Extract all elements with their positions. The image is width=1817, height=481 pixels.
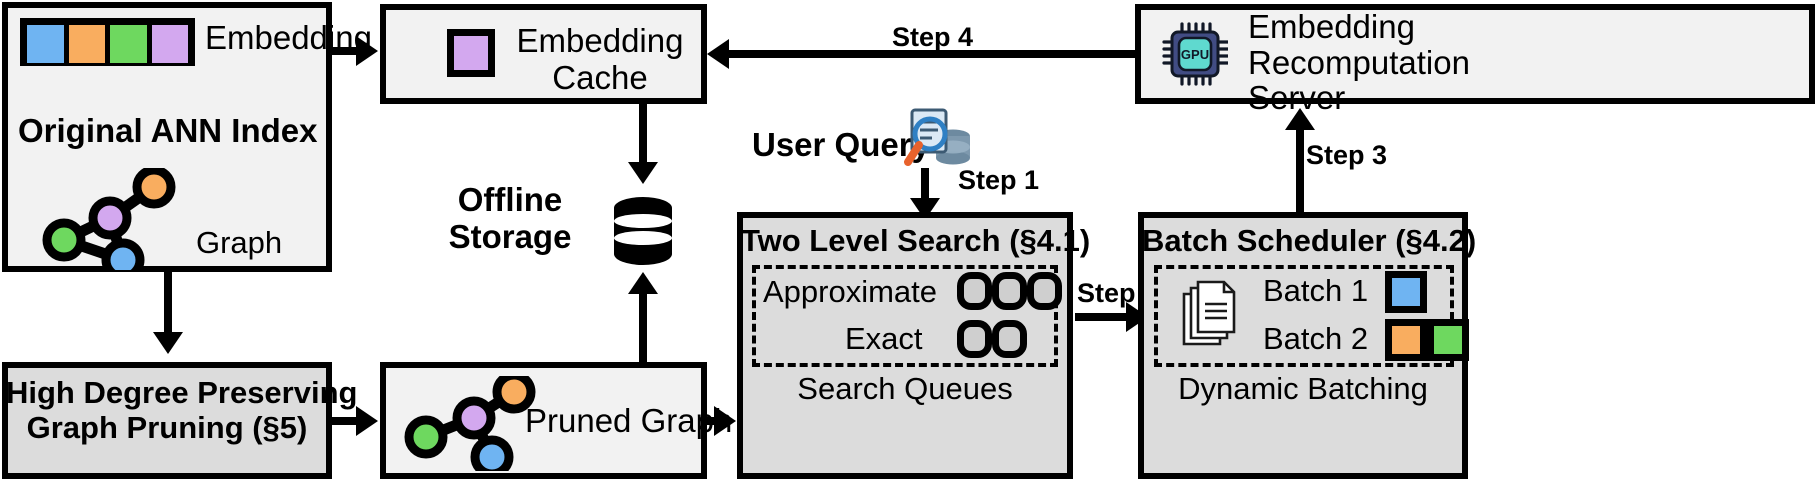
embedding-swatch-strip bbox=[20, 18, 195, 66]
recomputation-server-title: Embedding Recomputation Server bbox=[1248, 8, 1470, 117]
exact-queue-slot-1[interactable] bbox=[957, 320, 992, 358]
edge-prunedgraph-to-storage bbox=[639, 292, 647, 372]
step-3-label: Step 3 bbox=[1306, 140, 1388, 170]
green-node bbox=[42, 218, 86, 262]
query-search-database-icon bbox=[900, 104, 972, 172]
approximate-label: Approximate bbox=[763, 274, 938, 309]
search-queues-footer: Search Queues bbox=[797, 371, 1013, 406]
graph-label: Graph bbox=[196, 225, 283, 260]
embedding-cache-title: Embedding Cache bbox=[516, 22, 684, 96]
recomputation-server-box bbox=[1135, 4, 1815, 104]
original-ann-index-title: Original ANN Index bbox=[18, 112, 318, 149]
database-cylinder-icon bbox=[610, 196, 676, 266]
orange-node bbox=[132, 168, 176, 209]
edge-index-to-cache-arrowhead bbox=[356, 36, 378, 66]
approximate-queue-slot-3[interactable] bbox=[1027, 272, 1062, 310]
edge-search-to-scheduler bbox=[1075, 313, 1135, 321]
exact-label: Exact bbox=[845, 321, 923, 356]
batch-2-label: Batch 2 bbox=[1263, 321, 1369, 356]
edge-index-to-pruning-arrowhead bbox=[153, 332, 183, 354]
search-queues-panel bbox=[752, 265, 1058, 367]
purple-node bbox=[88, 196, 132, 240]
gpu-chip-icon: GPU bbox=[1162, 22, 1228, 86]
documents-stack-icon bbox=[1180, 280, 1236, 348]
gpu-icon-text: GPU bbox=[1181, 47, 1209, 62]
original-graph-figure bbox=[38, 168, 188, 270]
edge-server-to-cache bbox=[728, 50, 1135, 58]
dynamic-batching-footer: Dynamic Batching bbox=[1178, 371, 1428, 406]
two-level-search-title: Two Level Search (§4.1) bbox=[741, 223, 1091, 258]
green-node bbox=[404, 415, 448, 459]
batch-1-swatch-blue bbox=[1385, 271, 1427, 313]
edge-prunedgraph-to-search-arrowhead bbox=[714, 406, 736, 436]
batch-scheduler-title: Batch Scheduler (§4.2) bbox=[1142, 223, 1477, 258]
edge-index-to-pruning bbox=[164, 272, 172, 338]
purple-node bbox=[452, 396, 496, 440]
embedding-cache-box bbox=[380, 4, 707, 104]
blue-node bbox=[101, 238, 145, 270]
batch-2-swatch-orange bbox=[1385, 319, 1427, 361]
edge-cache-to-storage bbox=[639, 104, 647, 168]
edge-index-to-cache bbox=[332, 47, 360, 55]
orange-node bbox=[492, 376, 536, 414]
edge-prunedgraph-to-storage-arrowhead bbox=[628, 272, 658, 294]
edge-scheduler-to-server-arrowhead bbox=[1285, 108, 1315, 130]
pruned-graph-figure bbox=[402, 376, 547, 471]
step-4-label: Step 4 bbox=[892, 22, 974, 52]
dynamic-batching-panel bbox=[1154, 265, 1454, 367]
embedding-cache-swatch bbox=[447, 29, 495, 77]
blue-node bbox=[470, 435, 514, 471]
edge-scheduler-to-server bbox=[1296, 128, 1304, 214]
edge-server-to-cache-arrowhead bbox=[707, 39, 729, 69]
graph-pruning-title: High Degree Preserving Graph Pruning (§5… bbox=[6, 375, 358, 445]
pruned-graph-label: Pruned Graph bbox=[525, 402, 733, 439]
embedding-cell-blue bbox=[27, 25, 69, 63]
offline-storage-label: Offline Storage bbox=[448, 181, 572, 255]
embedding-cell-green bbox=[110, 25, 152, 63]
edge-query-to-search bbox=[921, 168, 929, 206]
edge-cache-to-storage-arrowhead bbox=[628, 162, 658, 184]
graph-pruning-box bbox=[2, 362, 332, 479]
exact-queue-slot-2[interactable] bbox=[992, 320, 1027, 358]
embedding-cell-purple bbox=[151, 25, 188, 63]
approximate-queue-slot-2[interactable] bbox=[992, 272, 1027, 310]
batch-2-swatch-green bbox=[1427, 319, 1469, 361]
embedding-cell-orange bbox=[68, 25, 110, 63]
approximate-queue-slot-1[interactable] bbox=[957, 272, 992, 310]
edge-pruning-to-prunedgraph-arrowhead bbox=[356, 406, 378, 436]
edge-pruning-to-prunedgraph bbox=[332, 417, 360, 425]
batch-1-label: Batch 1 bbox=[1263, 273, 1369, 308]
step-1-label: Step 1 bbox=[958, 165, 1040, 195]
